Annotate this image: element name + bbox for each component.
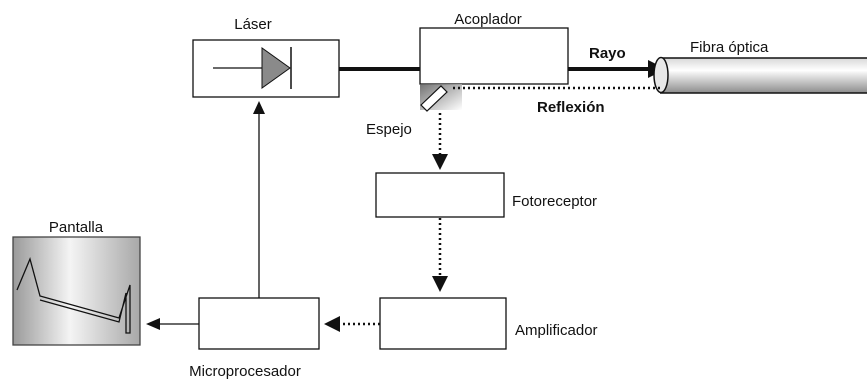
reflection-label: Reflexión: [537, 99, 605, 116]
coupler-block: [419, 27, 569, 85]
fiber-optic-cable: [653, 56, 867, 94]
screen-label: Pantalla: [49, 219, 104, 236]
photoreceptor-block: [375, 172, 505, 218]
mirror-glass-icon: [420, 85, 448, 112]
amplifier-arrowhead-icon: [432, 276, 448, 292]
photoreceptor-arrowhead-icon: [432, 154, 448, 170]
mirror: [420, 84, 462, 112]
coupler-label: Acoplador: [454, 11, 522, 28]
laser-arrowhead-icon: [253, 101, 265, 114]
microprocessor-arrowhead-icon: [324, 316, 340, 332]
screen-display: [12, 236, 141, 346]
microprocessor-label: Microprocesador: [189, 363, 301, 380]
fiber-end-icon: [653, 56, 669, 94]
laser-label: Láser: [234, 16, 272, 33]
fiber-label: Fibra óptica: [690, 39, 769, 56]
amplifier-label: Amplificador: [515, 322, 598, 339]
microprocessor-block: [198, 297, 320, 350]
mirror-label: Espejo: [366, 121, 412, 138]
diode-triangle-icon: [261, 47, 291, 89]
amplifier-block: [379, 297, 507, 350]
photoreceptor-label: Fotoreceptor: [512, 193, 597, 210]
screen-arrowhead-icon: [146, 318, 160, 330]
otdr-trace-icon: [16, 257, 131, 334]
laser-block: [192, 39, 340, 98]
ray-label: Rayo: [589, 45, 626, 62]
